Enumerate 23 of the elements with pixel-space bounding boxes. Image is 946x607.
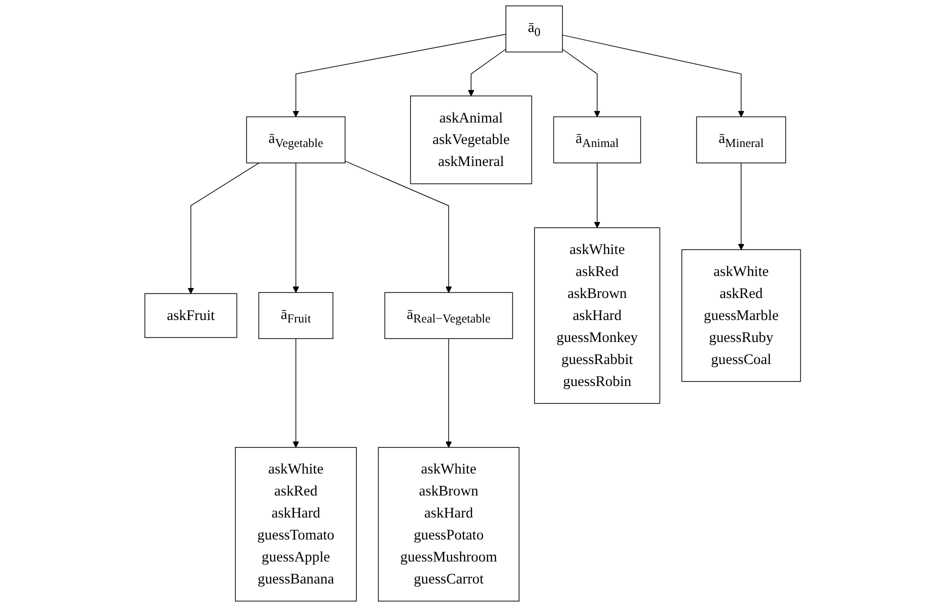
arrow — [292, 162, 300, 293]
arrow — [468, 48, 507, 96]
arrow — [446, 338, 452, 448]
node-box: ā$_{Mineral}$ — [696, 116, 786, 164]
node-box: askFruit — [144, 293, 238, 338]
node-box: ā$_{Vegetable}$ — [246, 116, 346, 164]
node-box: ā$_{Animal}$ — [554, 116, 642, 164]
node-box: askWhite askRed guessMarble guessRuby guessCoal — [682, 249, 802, 382]
arrow — [188, 162, 260, 294]
arrow — [345, 160, 452, 293]
node-box: ā$_{Real−Vegetable}$ — [384, 292, 514, 339]
node-box: askAnimal askVegetable askMineral — [410, 96, 532, 184]
node-box: askWhite askBrown askHard guessPotato guessMushroom guessCarrot — [378, 447, 520, 602]
arrow — [292, 338, 300, 448]
arrow — [562, 34, 745, 118]
node-box: ā$_{Fruit}$ — [258, 292, 334, 339]
node-box: askWhite askRed askHard guessTomato guessApple guessBanana — [235, 447, 357, 602]
arrow — [738, 162, 745, 250]
node-box: askWhite askRed askBrown askHard guessMonkey guessRabbit guessRobin — [534, 227, 660, 404]
arrow — [594, 162, 601, 228]
arrow — [292, 34, 507, 118]
arrow — [562, 48, 601, 118]
node-box: ā$_{0}$ — [506, 6, 564, 52]
